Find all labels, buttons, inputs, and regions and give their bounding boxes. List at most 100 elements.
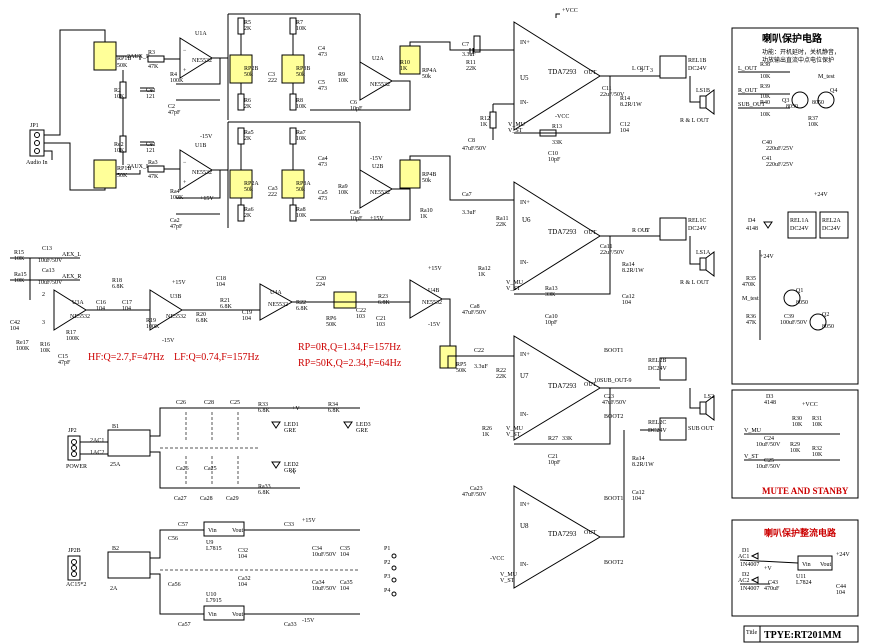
svg-text:10SUB_OUT-9: 10SUB_OUT-9 [594,378,631,384]
svg-text:C28: C28 [204,400,214,406]
svg-text:Ra3: Ra3 [148,160,158,166]
svg-text:C7: C7 [462,42,469,48]
svg-text:GRE: GRE [356,428,368,434]
svg-text:2K: 2K [244,213,252,219]
svg-text:C13: C13 [42,246,52,252]
svg-text:NE5532: NE5532 [370,82,390,88]
svg-text:33K: 33K [545,292,556,298]
title-value: TPYE:RT201MM [764,630,842,641]
svg-text:C32: C32 [238,548,248,554]
svg-text:33K: 33K [552,140,563,146]
amp-u7-ref: U7 [520,372,529,380]
svg-text:+V: +V [292,406,300,412]
svg-text:C19: C19 [242,310,252,316]
svg-text:-15V: -15V [370,156,383,162]
svg-text:Ca32: Ca32 [238,576,251,582]
svg-text:Ra10: Ra10 [420,208,433,214]
svg-text:Ra11: Ra11 [496,216,508,222]
svg-text:+15V: +15V [200,196,214,202]
svg-text:REL2C: REL2C [648,420,666,426]
svg-text:IN-: IN- [520,100,528,106]
svg-text:8050: 8050 [796,300,808,306]
svg-text:R40: R40 [760,100,770,106]
svg-text:3: 3 [42,320,45,326]
svg-text:10K: 10K [338,78,349,84]
input-connector: JP1 Audio In [26,123,48,166]
ac-connector: JP2B AC15*2 [66,548,86,588]
regulator-u10 [203,605,245,621]
svg-text:R32: R32 [812,446,822,452]
mute-title: MUTE AND STANBY [762,486,849,496]
transistor-q4 [817,91,835,109]
svg-text:6.8K: 6.8K [112,284,125,290]
svg-text:RP5: RP5 [456,362,466,368]
svg-text:U1B: U1B [195,143,206,149]
svg-text:AEX_R: AEX_R [62,274,81,280]
svg-text:RP6: RP6 [326,316,336,322]
svg-text:V_ST: V_ST [500,578,515,584]
svg-text:Ca23: Ca23 [470,486,483,492]
svg-text:C21: C21 [548,454,558,460]
svg-text:V_MU: V_MU [506,426,524,432]
svg-text:IN-: IN- [520,412,528,418]
svg-text:B1: B1 [112,424,119,430]
svg-text:BOOT1: BOOT1 [604,496,623,502]
svg-text:2A: 2A [110,586,118,592]
transistor-q2 [809,313,827,331]
svg-text:Vout: Vout [232,528,244,534]
svg-text:2K: 2K [244,26,252,32]
svg-text:P1: P1 [384,546,390,552]
svg-text:REL1A: REL1A [790,218,809,224]
svg-text:Q1: Q1 [796,288,803,294]
svg-text:-15V: -15V [302,618,315,624]
svg-text:RP2B: RP2B [244,66,258,72]
svg-text:4148: 4148 [764,400,776,406]
svg-text:Ca57: Ca57 [178,622,191,628]
svg-text:R19: R19 [146,318,156,324]
svg-text:AEX_L: AEX_L [62,252,81,258]
regulator-u9 [203,521,245,537]
svg-text:C25: C25 [230,400,240,406]
svg-text:1K: 1K [478,272,486,278]
svg-text:10K: 10K [114,94,125,100]
ac-in-label: AC15*2 [66,582,86,588]
svg-text:LED2: LED2 [284,462,299,468]
svg-text:+15V: +15V [302,518,316,524]
opamp-u1a: U1A NE5532 −+ [179,31,213,79]
svg-text:DC24V: DC24V [688,226,707,232]
svg-text:AC1: AC1 [738,554,749,560]
svg-text:R38: R38 [760,62,770,68]
svg-text:U4A: U4A [270,290,282,296]
svg-text:U4B: U4B [428,288,439,294]
svg-text:47uF/50V: 47uF/50V [462,492,487,498]
svg-text:10K: 10K [296,104,307,110]
svg-text:IN-: IN- [520,260,528,266]
svg-text:Ra14: Ra14 [632,456,645,462]
svg-text:R10: R10 [400,60,410,66]
svg-text:220uF/25V: 220uF/25V [766,162,794,168]
svg-text:10pF: 10pF [545,320,558,326]
svg-text:104: 104 [340,586,349,592]
svg-text:Ra7: Ra7 [296,130,306,136]
svg-text:V_MU: V_MU [508,122,526,128]
svg-text:IN+: IN+ [520,200,530,206]
svg-text:2AC1: 2AC1 [90,438,104,444]
svg-text:R17: R17 [66,330,76,336]
svg-text:104: 104 [340,552,349,558]
svg-text:U3B: U3B [170,294,181,300]
svg-text:10K: 10K [808,122,819,128]
svg-text:Ra6: Ra6 [244,207,254,213]
bridge-b1 [107,429,151,457]
svg-text:6.8K: 6.8K [258,408,271,414]
svg-text:121: 121 [146,94,155,100]
svg-text:50K: 50K [326,322,337,328]
svg-text:C12: C12 [620,122,630,128]
svg-text:-15V: -15V [428,322,441,328]
audio-in-label: Audio In [26,160,48,166]
svg-text:47K: 47K [148,64,159,70]
svg-text:RP2A: RP2A [244,181,259,187]
svg-text:DC24V: DC24V [648,428,667,434]
svg-text:473: 473 [318,196,327,202]
